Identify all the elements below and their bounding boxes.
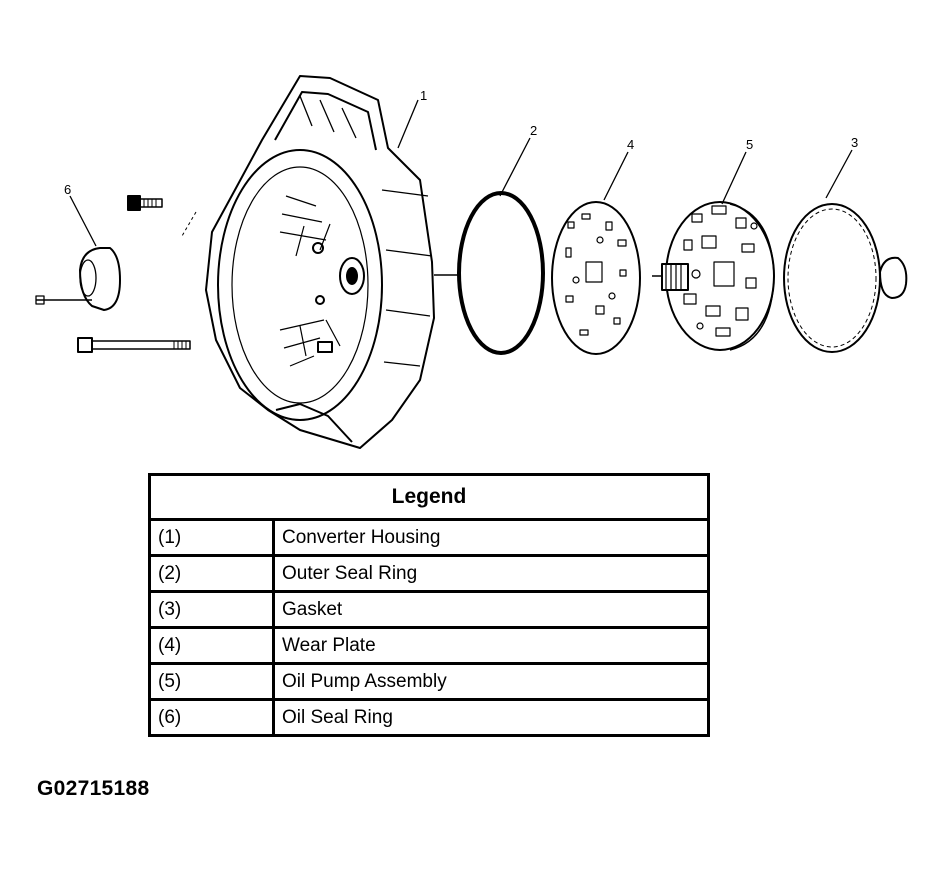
callout-3: 3	[851, 135, 858, 150]
outer-seal-ring	[457, 191, 545, 355]
legend-number: (1)	[148, 518, 275, 557]
legend-label: Wear Plate	[272, 626, 710, 665]
callout-1: 1	[420, 88, 427, 103]
legend-label: Outer Seal Ring	[272, 554, 710, 593]
legend-label: Oil Pump Assembly	[272, 662, 710, 701]
legend-number: (4)	[148, 626, 275, 665]
housing-bolt-short	[127, 195, 163, 211]
legend-row: (2) Outer Seal Ring	[148, 554, 710, 593]
callout-6: 6	[64, 182, 71, 197]
legend-header-row: Legend	[148, 473, 710, 521]
legend-row: (6) Oil Seal Ring	[148, 698, 710, 737]
oil-pump-assembly	[652, 201, 775, 351]
exploded-view-diagram: 1 2 4 5 3 6	[35, 75, 908, 449]
legend-number: (2)	[148, 554, 275, 593]
legend-table: Legend (1) Converter Housing (2) Outer S…	[148, 473, 710, 737]
gasket	[783, 203, 908, 353]
legend-label: Oil Seal Ring	[272, 698, 710, 737]
legend-number: (5)	[148, 662, 275, 701]
legend-row: (4) Wear Plate	[148, 626, 710, 665]
callout-4: 4	[627, 137, 634, 152]
callout-labels: 1 2 4 5 3 6	[64, 88, 858, 197]
wear-plate	[551, 201, 641, 355]
housing-bolt-long	[77, 337, 191, 353]
oil-seal-ring	[35, 247, 121, 311]
legend-number: (3)	[148, 590, 275, 629]
callout-leaders	[69, 99, 853, 247]
legend-title: Legend	[148, 473, 710, 521]
legend-number: (6)	[148, 698, 275, 737]
callout-2: 2	[530, 123, 537, 138]
legend-row: (5) Oil Pump Assembly	[148, 662, 710, 701]
legend-row: (3) Gasket	[148, 590, 710, 629]
legend-row: (1) Converter Housing	[148, 518, 710, 557]
converter-housing	[181, 75, 435, 449]
legend-label: Gasket	[272, 590, 710, 629]
callout-5: 5	[746, 137, 753, 152]
figure-id: G02715188	[37, 777, 150, 800]
legend-label: Converter Housing	[272, 518, 710, 557]
